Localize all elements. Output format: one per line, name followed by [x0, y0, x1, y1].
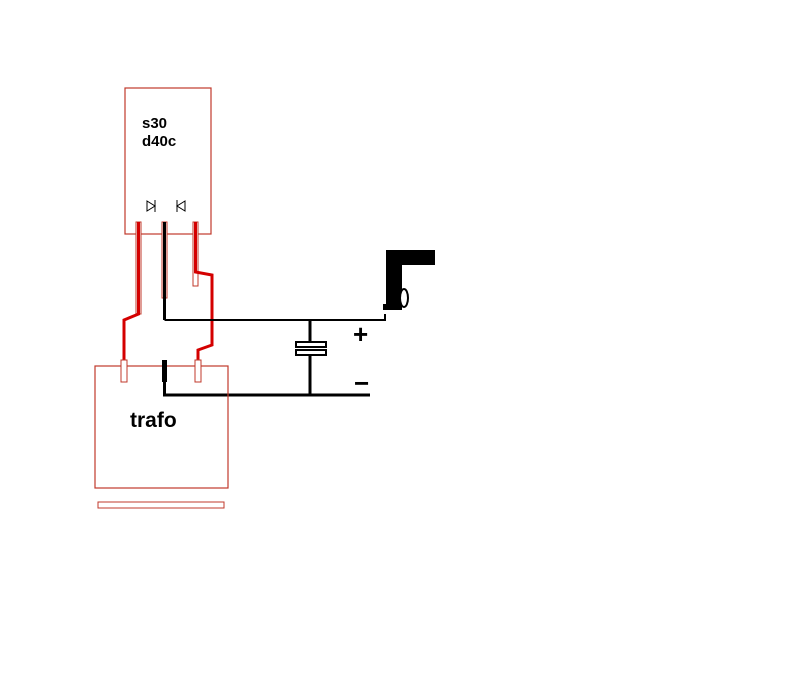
dc-plug-icon [383, 250, 435, 310]
transformer-base-bar [97, 501, 225, 509]
transformer-pin-middle [162, 360, 167, 382]
minus-label: − [354, 368, 369, 398]
rectifier-box [124, 87, 212, 235]
rectifier-label-line2: d40c [142, 133, 176, 150]
transformer-box [94, 365, 229, 489]
rectifier-label-line1: s30 [142, 115, 167, 132]
diode-left-arrow-icon [176, 200, 186, 212]
capacitor-symbol [295, 320, 327, 395]
plus-label: + [353, 319, 368, 349]
transformer-label: trafo [130, 409, 177, 432]
transformer-pin-right [194, 359, 202, 383]
red-wire-right [194, 222, 214, 365]
transformer-pin-left [120, 359, 128, 383]
red-wire-left [122, 222, 140, 365]
diode-right-arrow-icon [146, 200, 156, 212]
positive-rail [164, 314, 386, 321]
